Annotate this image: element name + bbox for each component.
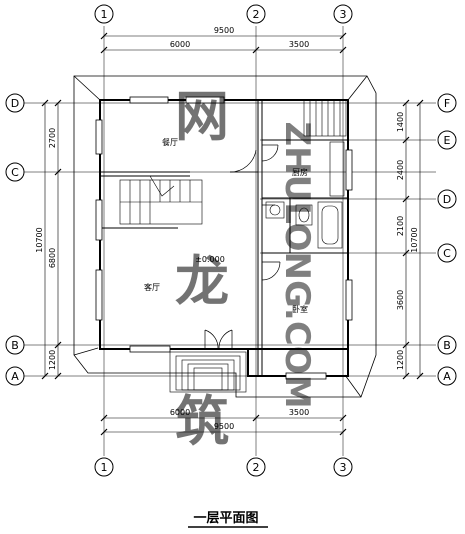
axis-label: B — [443, 339, 451, 352]
room-label-kitchen: 厨房 — [292, 167, 308, 177]
entry-steps — [169, 351, 247, 393]
watermark-char: 筑 — [175, 390, 229, 453]
axis-bubble-C-right: C — [437, 243, 457, 263]
dim-right-fe: 1400 — [396, 112, 405, 132]
axis-bubble-1-bottom: 1 — [94, 457, 114, 477]
exterior-stair-top — [303, 99, 347, 137]
drawing-title: 一层平面图 — [193, 511, 258, 526]
axis-label: 2 — [253, 8, 260, 21]
dim-bottom-right: 3500 — [289, 408, 309, 417]
dim-right-dc: 2100 — [396, 216, 405, 236]
axis-label: C — [11, 166, 19, 179]
watermark-char: 龙 — [175, 250, 229, 313]
axis-label: D — [443, 193, 451, 206]
dim-left-cb: 6800 — [48, 248, 57, 268]
axis-bubble-A-right: A — [437, 366, 457, 386]
floor-level-mark: ±0.000 — [195, 255, 225, 264]
axis-bubble-2-bottom: 2 — [246, 457, 266, 477]
axis-label: E — [444, 134, 451, 147]
axis-label: 3 — [340, 8, 347, 21]
axis-label: A — [443, 370, 451, 383]
room-label-dining: 餐厅 — [162, 138, 178, 147]
axis-label: C — [443, 247, 451, 260]
watermark-char: 网 — [175, 85, 229, 148]
dim-right-total: 10700 — [410, 227, 419, 252]
dim-top-right: 3500 — [289, 40, 309, 49]
axis-bubble-C-left: C — [5, 162, 25, 182]
interior-walls — [100, 100, 348, 376]
axis-bubble-A-left: A — [5, 366, 25, 386]
axis-label: 1 — [101, 8, 108, 21]
room-label-living: 客厅 — [144, 282, 160, 292]
watermark: 网 龙 筑 ZHULONG.COM — [175, 85, 317, 453]
dim-top-left: 6000 — [170, 40, 190, 49]
roof-outline — [73, 75, 377, 398]
axis-bubble-3-bottom: 3 — [333, 457, 353, 477]
dimension-lines — [41, 32, 424, 436]
axis-bubble-F-right: F — [437, 93, 457, 113]
axis-label: D — [11, 97, 19, 110]
axis-bubble-B-right: B — [437, 335, 457, 355]
axis-bubble-1-top: 1 — [94, 4, 114, 24]
axis-label: B — [11, 339, 19, 352]
axis-bubble-D-left: D — [5, 93, 25, 113]
bathroom-fixtures — [265, 201, 343, 249]
dim-right-ba: 1200 — [396, 350, 405, 370]
doors — [204, 144, 281, 350]
windows — [95, 96, 353, 380]
dim-left-total: 10700 — [35, 227, 44, 252]
interior-stair — [119, 175, 203, 225]
kitchen-counter — [329, 141, 345, 197]
dim-top-total: 9500 — [214, 26, 234, 35]
axis-label: 3 — [340, 461, 347, 474]
axis-bubble-E-right: E — [437, 130, 457, 150]
axis-bubble-3-top: 3 — [333, 4, 353, 24]
dim-left-ba: 1200 — [48, 350, 57, 370]
axis-label: A — [11, 370, 19, 383]
axis-label: F — [444, 97, 450, 110]
dim-left-dc: 2700 — [48, 128, 57, 148]
axis-grid-lines — [24, 26, 436, 456]
dim-right-ed: 2400 — [396, 160, 405, 180]
dim-bottom-total: 9500 — [214, 422, 234, 431]
axis-bubble-B-left: B — [5, 335, 25, 355]
axis-bubble-2-top: 2 — [246, 4, 266, 24]
dim-bottom-left: 6000 — [170, 408, 190, 417]
room-label-bedroom: 卧室 — [292, 304, 308, 314]
dim-right-cb: 3600 — [396, 290, 405, 310]
axis-label: 2 — [253, 461, 260, 474]
axis-bubble-D-right: D — [437, 189, 457, 209]
axis-label: 1 — [101, 461, 108, 474]
watermark-english: ZHULONG.COM — [277, 121, 317, 408]
